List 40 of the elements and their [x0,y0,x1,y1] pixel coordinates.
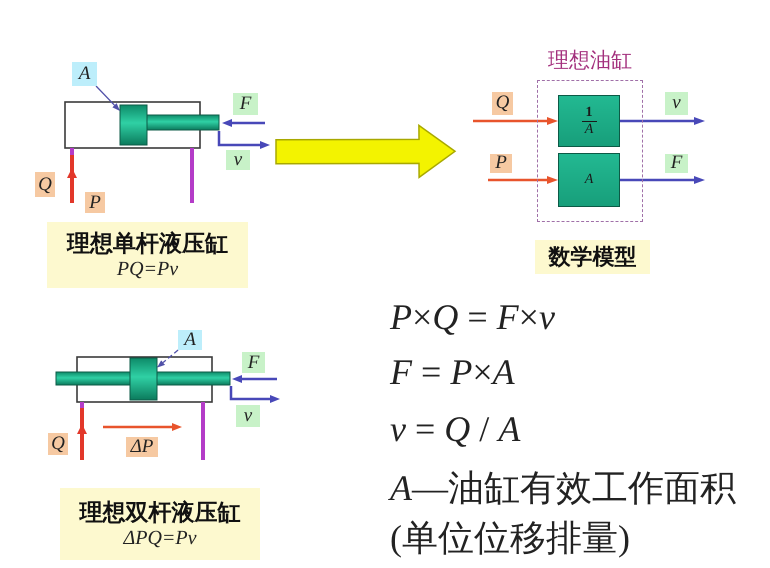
symbol-tag: P [85,192,105,213]
edge-label: P [490,154,512,172]
note-text: A—油缸有效工作面积 [390,467,736,509]
caption-box: 数学模型 [535,240,650,274]
symbol-tag: A [72,62,97,86]
arrow [488,176,555,184]
symbol-tag: Q [48,433,68,455]
block-box: A [558,153,620,207]
block-box [558,95,620,147]
symbol-tag: ΔP [126,437,158,457]
arrow [473,117,555,125]
block-arrow [275,124,456,179]
arrow [620,176,702,184]
symbol-tag: Q [35,172,55,197]
frame-heading: 理想油缸 [548,48,632,74]
symbol-tag: A [178,330,202,350]
formula: v = Q / A [390,408,520,450]
caption-box [60,488,260,560]
piston [130,358,158,400]
symbol-tag: F [242,352,265,373]
leader-line [158,350,178,366]
caption-title: 理想单杆液压缸 [67,229,228,257]
arrow [620,117,702,125]
symbol-tag: v [236,405,260,427]
caption-title: 理想双杆液压缸 [80,498,240,526]
formula: P×Q = F×v [390,296,555,338]
symbol-tag: v [226,150,250,170]
caption-formula: PQ=Pv [116,257,178,281]
fraction-numerator: 1 [582,104,596,122]
fraction-denominator: A [584,122,594,138]
caption-box [47,222,248,288]
symbol-tag: F [233,93,258,115]
note-text: (单位位移排量) [390,517,630,559]
edge-label: Q [492,92,513,114]
caption-formula: ΔPQ=Pv [124,526,196,550]
edge-label: F [665,154,688,172]
leader-line [96,86,119,110]
piston [120,104,148,146]
formula: F = P×A [390,351,515,393]
edge-label: v [665,92,688,114]
